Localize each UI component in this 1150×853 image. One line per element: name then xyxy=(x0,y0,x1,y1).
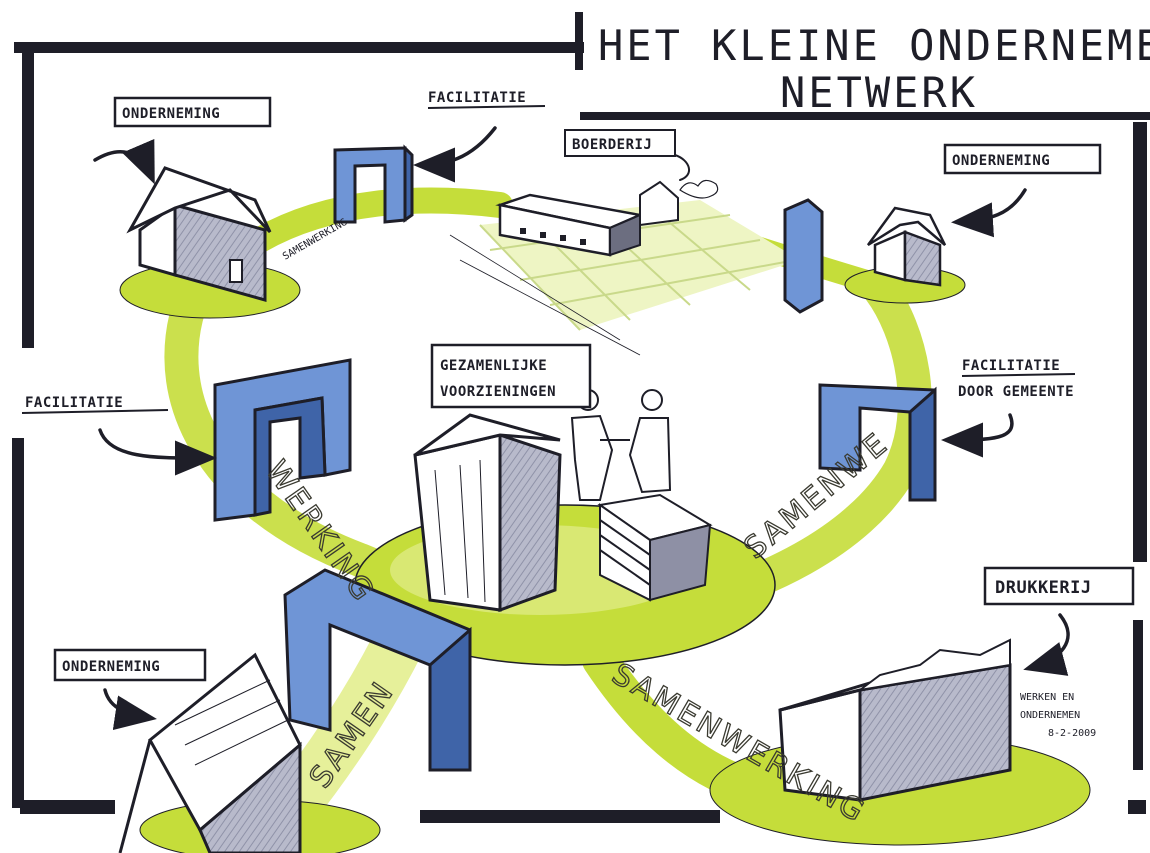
gate-top-right xyxy=(783,198,824,314)
drukkerij-factory xyxy=(709,638,1091,846)
gate-right xyxy=(818,383,937,502)
gate-top xyxy=(333,144,414,224)
frame xyxy=(12,12,1150,823)
arrow-to-house-top-left xyxy=(93,138,155,185)
paper-stack xyxy=(597,493,713,602)
svg-text:DOOR GEMEENTE: DOOR GEMEENTE xyxy=(958,384,1074,400)
arrow-to-gate-right xyxy=(941,413,1014,458)
label-onderneming-top-right: ONDERNEMING xyxy=(943,143,1102,175)
svg-text:8-2-2009: 8-2-2009 xyxy=(1048,728,1096,739)
svg-text:ONDERNEMING: ONDERNEMING xyxy=(952,153,1050,169)
central-tower xyxy=(413,413,562,613)
label-facilitatie-gemeente: FACILITATIE DOOR GEMEENTE xyxy=(958,358,1076,400)
svg-text:ONDERNEMING: ONDERNEMING xyxy=(122,106,220,122)
arrow-to-house-top-right xyxy=(951,188,1027,238)
svg-text:GEZAMENLIJKE: GEZAMENLIJKE xyxy=(440,358,547,374)
svg-text:VOORZIENINGEN: VOORZIENINGEN xyxy=(440,384,556,400)
house-top-right xyxy=(844,206,966,304)
label-onderneming-bottom-left: ONDERNEMING xyxy=(53,648,207,682)
arrow-to-gate-left xyxy=(98,428,217,476)
label-drukkerij: DRUKKERIJ xyxy=(983,566,1135,606)
label-facilitatie-top: FACILITATIE xyxy=(427,90,546,109)
signature-note: WERKEN EN ONDERNEMEN 8-2-2009 xyxy=(1020,692,1096,739)
farm-buildings xyxy=(495,179,719,257)
handshake-figures xyxy=(570,389,672,501)
house-bottom-left xyxy=(118,652,381,853)
label-boerderij: BOERDERIJ xyxy=(564,129,676,157)
title: HET KLEINE ONDERNEMERS NETWERK xyxy=(598,21,1150,117)
title-line-2: NETWERK xyxy=(780,68,978,117)
gate-left xyxy=(213,358,352,522)
svg-text:FACILITATIE: FACILITATIE xyxy=(428,90,526,106)
arrow-to-house-bottom-left xyxy=(103,688,157,731)
svg-text:ONDERNEMEN: ONDERNEMEN xyxy=(1020,710,1080,721)
arrow-to-gate-top xyxy=(413,126,497,183)
svg-text:DRUKKERIJ: DRUKKERIJ xyxy=(995,578,1092,598)
arrow-to-drukkerij xyxy=(1023,613,1070,676)
label-onderneming-top-left: ONDERNEMING xyxy=(113,96,272,128)
label-gezamenlijke-voorzieningen: GEZAMENLIJKE VOORZIENINGEN xyxy=(430,343,592,409)
svg-text:WERKEN EN: WERKEN EN xyxy=(1020,692,1074,703)
arrow-to-farm xyxy=(674,154,690,181)
svg-text:FACILITATIE: FACILITATIE xyxy=(25,395,123,411)
svg-text:ONDERNEMING: ONDERNEMING xyxy=(62,659,160,675)
title-line-1: HET KLEINE ONDERNEMERS xyxy=(598,21,1150,70)
label-facilitatie-left: FACILITATIE xyxy=(21,395,169,414)
house-top-left xyxy=(119,166,301,319)
svg-text:BOERDERIJ: BOERDERIJ xyxy=(572,137,652,153)
svg-text:FACILITATIE: FACILITATIE xyxy=(962,358,1060,374)
gate-bottom xyxy=(283,568,472,772)
arrows xyxy=(93,126,1070,731)
